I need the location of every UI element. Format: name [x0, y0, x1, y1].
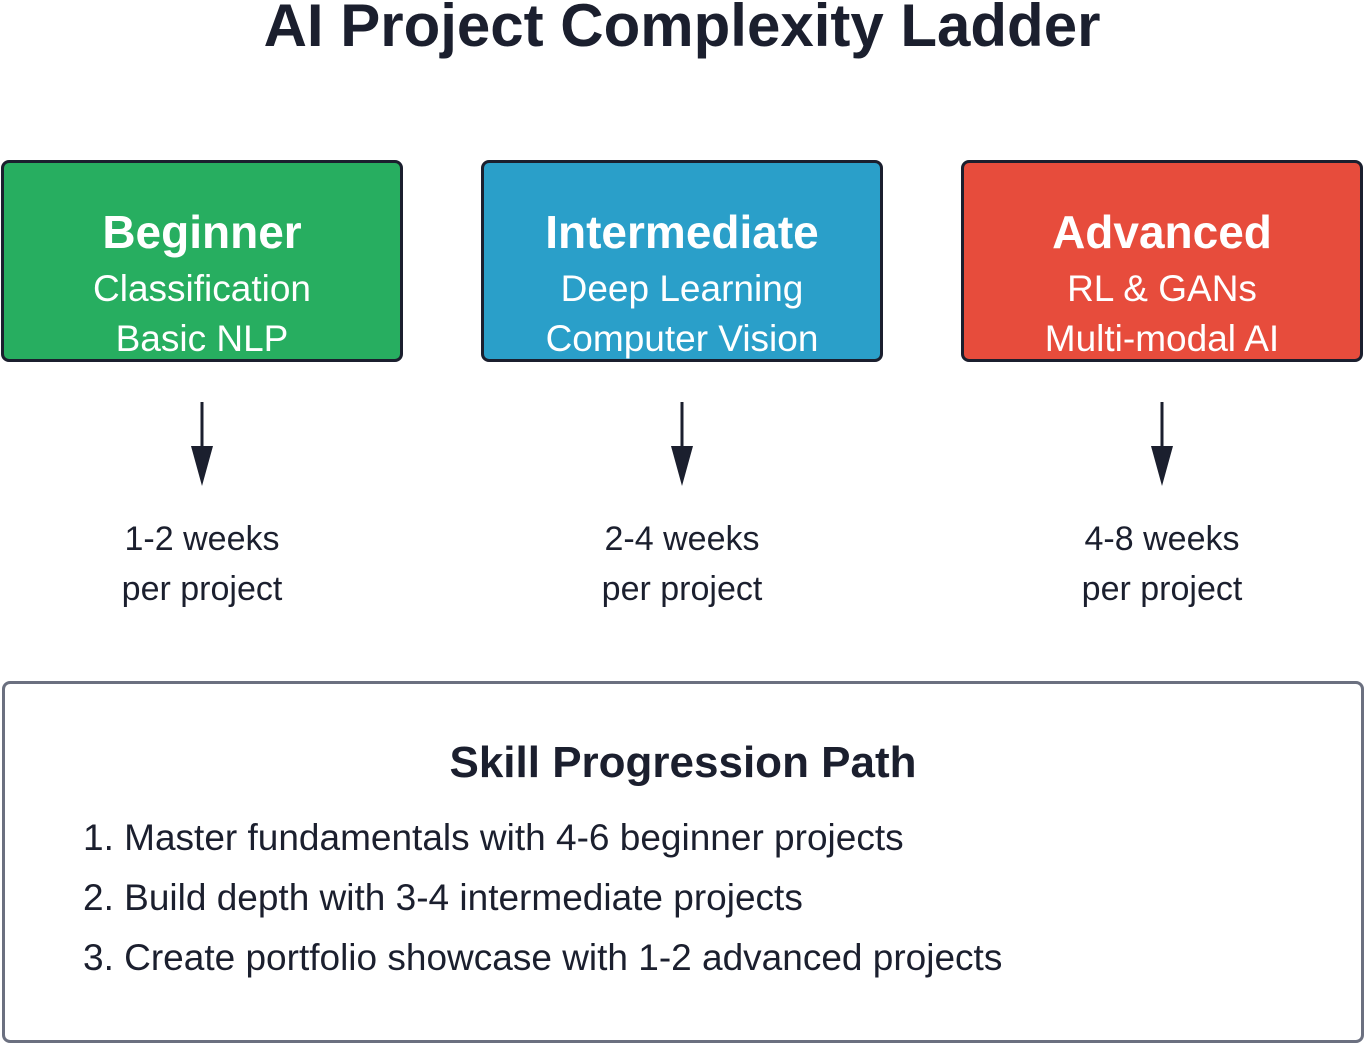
page-title: AI Project Complexity Ladder: [263, 0, 1101, 59]
skill-path-step: 2. Build depth with 3-4 intermediate pro…: [83, 877, 803, 918]
beginner-box: Beginner Classification Basic NLP: [1, 160, 403, 362]
arrow-down-icon: [191, 402, 213, 486]
duration-weeks: 1-2 weeks: [124, 520, 280, 558]
arrow-down-icon: [1151, 402, 1173, 486]
skill-path-title: Skill Progression Path: [449, 738, 917, 787]
level-name: Intermediate: [545, 206, 819, 258]
duration-unit: per project: [121, 570, 283, 608]
level-name: Beginner: [102, 206, 302, 258]
duration-weeks: 4-8 weeks: [1084, 520, 1240, 558]
skill-path-step: 3. Create portfolio showcase with 1-2 ad…: [83, 937, 1003, 978]
level-topic: Multi-modal AI: [1044, 318, 1280, 359]
level-topic: Classification: [93, 268, 311, 309]
advanced-duration: 4-8 weeks per project: [962, 514, 1362, 614]
skill-path-box: Skill Progression Path 1. Master fundame…: [2, 681, 1364, 1043]
intermediate-duration: 2-4 weeks per project: [482, 514, 882, 614]
level-name: Advanced: [1052, 206, 1272, 258]
advanced-box: Advanced RL & GANs Multi-modal AI: [961, 160, 1363, 362]
beginner-duration: 1-2 weeks per project: [2, 514, 402, 614]
level-topic: Basic NLP: [115, 318, 289, 359]
intermediate-box: Intermediate Deep Learning Computer Visi…: [481, 160, 883, 362]
skill-path-step: 1. Master fundamentals with 4-6 beginner…: [83, 817, 904, 858]
level-topic: Computer Vision: [545, 318, 819, 359]
arrow-down-icon: [671, 402, 693, 486]
duration-unit: per project: [1081, 570, 1243, 608]
level-topic: Deep Learning: [560, 268, 804, 309]
duration-weeks: 2-4 weeks: [604, 520, 760, 558]
duration-unit: per project: [601, 570, 763, 608]
level-topic: RL & GANs: [1067, 268, 1257, 309]
